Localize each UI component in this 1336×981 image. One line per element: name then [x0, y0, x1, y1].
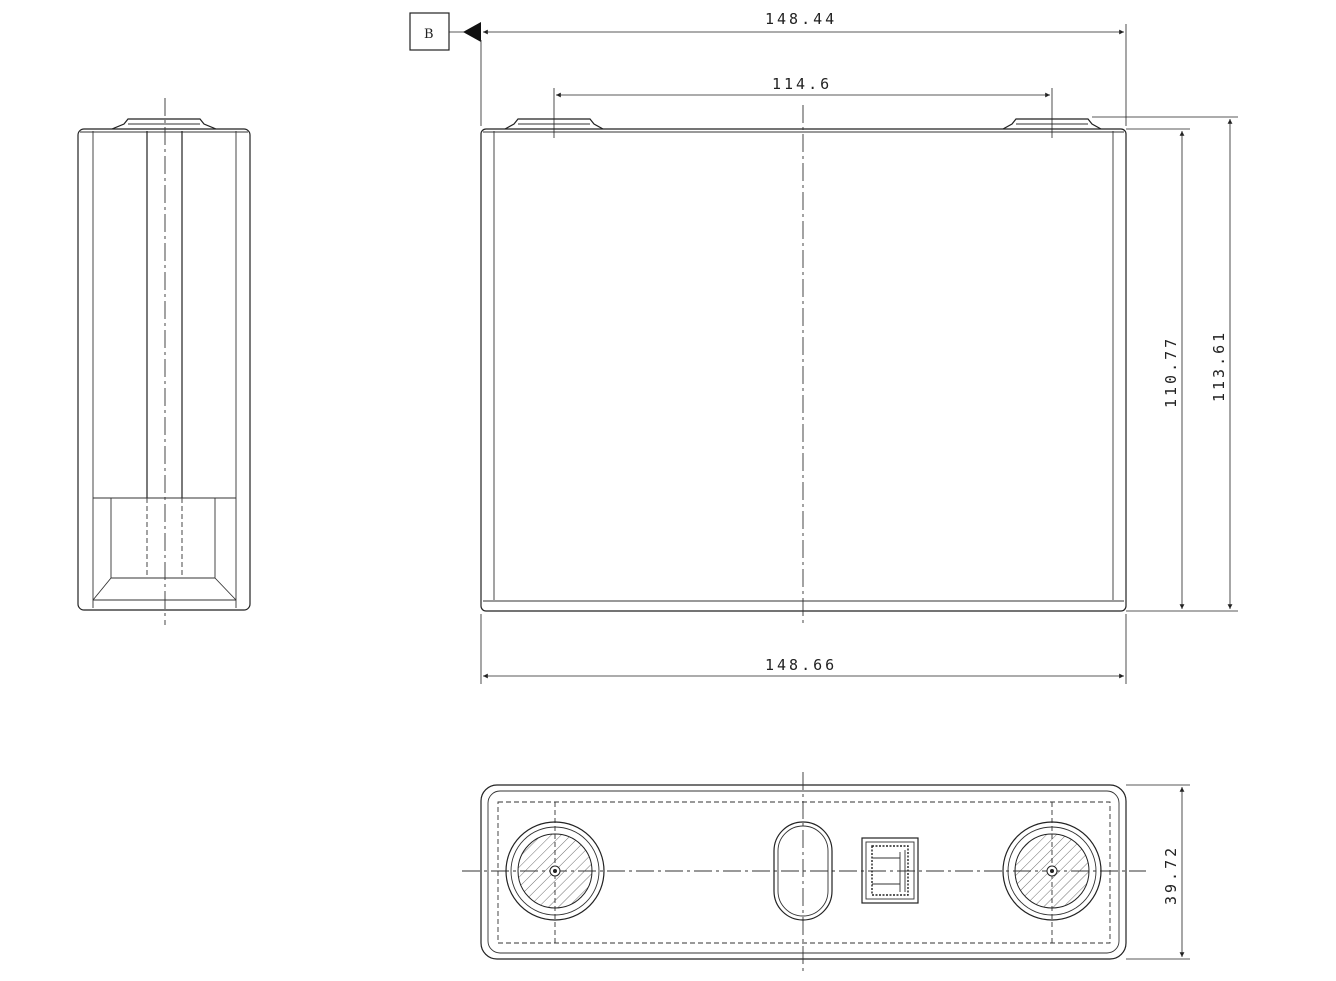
- dim-overall-width-top-text: 148.44: [765, 10, 837, 28]
- top-terminal-left: [505, 821, 605, 921]
- side-terminal: [111, 118, 217, 130]
- dim-total-height: 113.61: [1092, 116, 1238, 612]
- top-view: [462, 772, 1146, 972]
- side-view: [77, 98, 251, 625]
- dim-total-height-text: 113.61: [1210, 330, 1228, 402]
- dim-terminal-spacing: 114.6: [553, 75, 1053, 138]
- top-view-inner-boundary: [497, 801, 1111, 944]
- dim-thickness-text: 39.72: [1162, 845, 1180, 905]
- datum-label: B: [424, 27, 434, 42]
- front-view: [480, 105, 1127, 625]
- safety-vent: [773, 821, 833, 921]
- front-view-outline: [480, 128, 1127, 612]
- top-terminal-right: [1002, 821, 1102, 921]
- fill-port: [861, 837, 919, 904]
- dim-overall-width-bottom-text: 148.66: [765, 656, 837, 674]
- side-view-outline: [77, 128, 251, 611]
- dim-overall-width-top: 148.44: [480, 10, 1127, 126]
- datum-b-reference: B: [409, 12, 481, 51]
- dim-body-height-text: 110.77: [1162, 336, 1180, 408]
- datum-triangle: [463, 22, 481, 42]
- dim-body-height: 110.77: [1126, 128, 1190, 612]
- dim-overall-width-bottom: 148.66: [480, 614, 1127, 684]
- top-view-outline: [480, 784, 1127, 960]
- dim-terminal-spacing-text: 114.6: [772, 75, 832, 93]
- dim-thickness: 39.72: [1126, 784, 1190, 960]
- datum-box: [409, 12, 450, 51]
